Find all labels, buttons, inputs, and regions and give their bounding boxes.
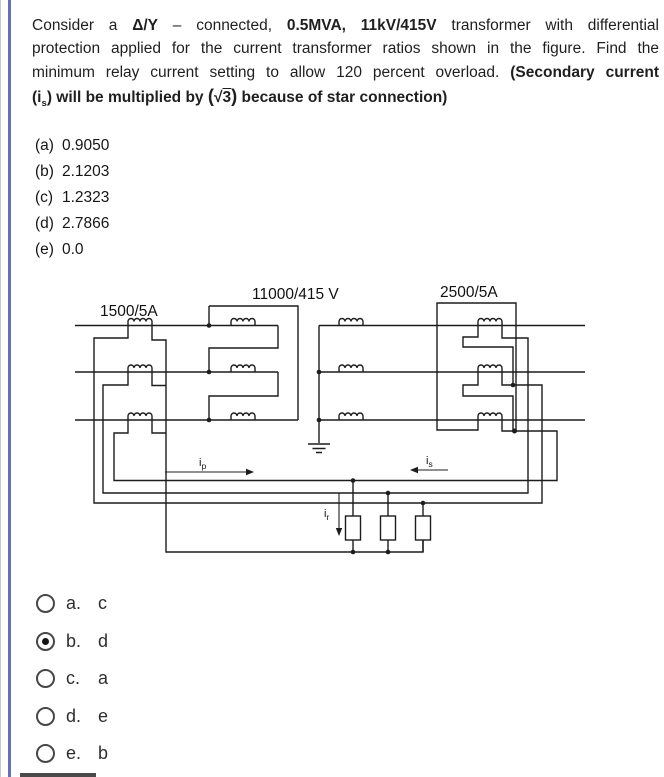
question-line-1: Consider a Δ/Y – connected, 0.5MVA, 11kV… — [32, 17, 659, 34]
question-text: Consider a Δ/Y – connected, 0.5MVA, 11kV… — [32, 14, 659, 110]
radio-button-d[interactable] — [36, 706, 55, 726]
answer-row-d[interactable]: d. e — [36, 705, 109, 726]
ct-group-left-wiring — [93, 325, 558, 553]
radio-button-e[interactable] — [36, 744, 55, 764]
answer-row-c[interactable]: c. a — [36, 668, 109, 689]
junction-dots — [206, 323, 517, 555]
accent-border — [8, 0, 11, 777]
answer-text: d — [98, 630, 109, 651]
is-label: is — [426, 455, 433, 469]
answer-letter: b. — [66, 630, 82, 651]
ip-arrowhead — [246, 468, 254, 476]
is-arrowhead — [410, 466, 418, 474]
radio-button-a[interactable] — [36, 594, 55, 613]
choice-e: (e)0.0 — [35, 241, 84, 258]
answer-options: a. c b. d c. a d. e e. b — [36, 593, 109, 777]
answer-text: c — [98, 593, 107, 613]
answer-row-b[interactable]: b. d — [36, 630, 109, 651]
choice-d: (d)2.7866 — [35, 215, 110, 232]
answer-row-e[interactable]: e. b — [36, 743, 109, 764]
ir-label: ir — [324, 508, 329, 522]
answer-text: b — [98, 743, 109, 764]
ground-symbol — [308, 443, 330, 454]
question-line-4: (is) will be multiplied by (√3) because … — [32, 85, 448, 110]
relay-coil — [344, 515, 362, 541]
answer-letter: e. — [66, 743, 82, 764]
answer-letter: d. — [66, 705, 82, 726]
answer-text: e — [98, 705, 109, 726]
transformer-rating-label: 11000/415 V — [252, 286, 339, 303]
ct-right-ratio-label: 2500/5A — [440, 284, 498, 301]
choice-b: (b)2.1203 — [35, 163, 110, 180]
current-arrows — [165, 469, 448, 528]
answer-letter: a. — [66, 593, 82, 613]
next-element-edge — [20, 773, 96, 777]
ip-label: ip — [199, 457, 206, 471]
answer-letter: c. — [66, 668, 81, 689]
question-line-3: minimum relay current setting to allow 1… — [32, 63, 659, 81]
choice-a: (a)0.9050 — [35, 137, 110, 154]
relay-coils — [344, 480, 432, 552]
phase-lines — [75, 324, 585, 421]
question-line-2: protection applied for the current trans… — [32, 40, 659, 58]
answer-row-a[interactable]: a. c — [36, 593, 108, 613]
relay-coil — [414, 515, 432, 541]
page-edge-line — [0, 0, 1, 777]
choice-list: (a)0.9050 (b)2.1203 (c)1.2323 (d)2.7866 … — [35, 133, 109, 263]
ir-arrowhead — [335, 528, 343, 536]
relay-coil — [379, 515, 397, 541]
choice-c: (c)1.2323 — [35, 189, 110, 206]
coil-symbols — [127, 317, 503, 420]
radio-button-c[interactable] — [36, 669, 55, 689]
ct-group-right-wiring — [436, 302, 517, 431]
radio-button-b[interactable] — [36, 631, 55, 651]
transformer-delta-winding — [208, 305, 299, 420]
ct-left-ratio-label: 1500/5A — [100, 303, 158, 320]
answer-text: a — [98, 668, 109, 689]
